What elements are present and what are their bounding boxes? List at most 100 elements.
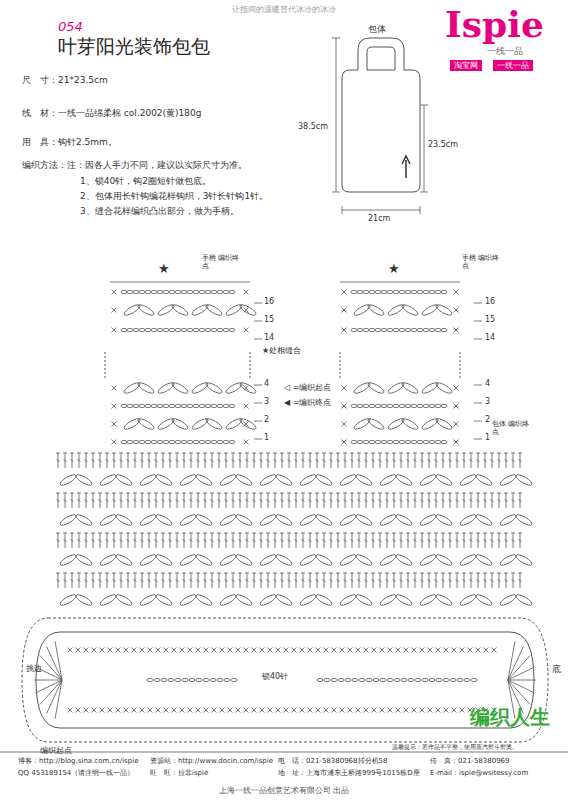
stitch-symbol xyxy=(394,678,400,681)
text-label: 38.5cm xyxy=(298,122,328,131)
stitch-symbol xyxy=(145,290,151,293)
stitch-symbol xyxy=(229,328,235,331)
stitch-symbol xyxy=(275,553,294,567)
stitch-symbol xyxy=(380,678,386,681)
stitch-symbol xyxy=(339,593,358,607)
stitch-symbol xyxy=(351,328,357,331)
stitch-symbol xyxy=(435,553,454,567)
stitch-symbol xyxy=(157,328,163,331)
stitch-symbol xyxy=(369,290,375,293)
stitch-symbol xyxy=(205,404,211,407)
stitch-symbol xyxy=(399,290,405,293)
stitch-symbol xyxy=(59,513,78,527)
stitch-symbol xyxy=(175,328,181,331)
text-label: 4 xyxy=(485,379,490,388)
stitch-symbol xyxy=(137,417,156,431)
stitch-symbol xyxy=(199,290,205,293)
stitch-symbol xyxy=(133,440,139,443)
stitch-symbol xyxy=(399,440,405,443)
stitch-symbol xyxy=(151,290,157,293)
stitch-symbol xyxy=(324,678,330,681)
stitch-symbol xyxy=(235,553,254,567)
stitch-symbol xyxy=(195,473,214,487)
stitch-symbol xyxy=(401,417,420,431)
text-label: 让指间的温暖替代冰冷的冰冷 xyxy=(232,5,336,14)
stitch-symbol xyxy=(229,404,235,407)
stitch-symbol xyxy=(395,593,414,607)
stitch-symbol xyxy=(351,290,357,293)
stitch-symbol xyxy=(299,593,318,607)
stitch-symbol xyxy=(75,593,94,607)
stitch-symbol xyxy=(387,404,393,407)
stitch-symbol xyxy=(429,440,435,443)
stitch-symbol xyxy=(411,440,417,443)
stitch-symbol xyxy=(187,404,193,407)
stitch-symbol xyxy=(219,553,238,567)
text-label: 054 xyxy=(58,20,83,35)
stitch-symbol xyxy=(157,440,163,443)
stitch-symbol xyxy=(367,303,386,317)
stitch-symbol xyxy=(401,381,420,395)
stitch-symbol xyxy=(357,290,363,293)
stitch-symbol xyxy=(417,404,423,407)
stitch-symbol xyxy=(127,328,133,331)
text-label: 用 具：钩针2.5mm。 xyxy=(22,137,117,147)
stitch-symbol xyxy=(352,678,358,681)
stitch-symbol xyxy=(299,553,318,567)
stitch-symbol xyxy=(151,328,157,331)
stitch-symbol xyxy=(231,678,237,681)
stitch-symbol xyxy=(168,678,174,681)
stitch-symbol xyxy=(239,381,258,395)
stitch-symbol xyxy=(133,328,139,331)
text-label: 锁40针 xyxy=(262,672,288,681)
stitch-symbol xyxy=(435,381,454,395)
stitch-symbol xyxy=(199,328,205,331)
stitch-symbol xyxy=(315,553,334,567)
stitch-symbol xyxy=(171,303,190,317)
stitch-symbol xyxy=(499,473,518,487)
stitch-symbol xyxy=(515,513,534,527)
stitch-symbol xyxy=(127,440,133,443)
stitch-symbol xyxy=(393,290,399,293)
stitch-symbol xyxy=(357,328,363,331)
text-label: 电 话：021-58380968转分机58 xyxy=(278,757,387,765)
stitch-symbol xyxy=(211,328,217,331)
stitch-symbol xyxy=(399,328,405,331)
stitch-symbol xyxy=(145,404,151,407)
stitch-symbol xyxy=(199,404,205,407)
stitch-symbol xyxy=(181,290,187,293)
stitch-symbol xyxy=(210,678,216,681)
stitch-symbol xyxy=(151,404,157,407)
stitch-symbol xyxy=(211,404,217,407)
stitch-symbol xyxy=(145,440,151,443)
stitch-symbol xyxy=(405,404,411,407)
stitch-symbol xyxy=(411,290,417,293)
stitch-symbol xyxy=(417,328,423,331)
stitch-symbol xyxy=(381,440,387,443)
stitch-symbol xyxy=(366,678,372,681)
text-label: 编织人生 xyxy=(470,706,550,729)
stitch-symbol xyxy=(196,678,202,681)
stitch-symbol xyxy=(355,553,374,567)
stitch-symbol xyxy=(139,593,158,607)
stitch-symbol xyxy=(339,513,358,527)
stitch-symbol xyxy=(355,593,374,607)
stitch-symbol xyxy=(411,328,417,331)
stitch-symbol xyxy=(205,417,224,431)
text-label: 1、锁40针，钩2圈短针做包底。 xyxy=(80,176,211,186)
stitch-symbol xyxy=(357,404,363,407)
stitch-symbol xyxy=(459,593,478,607)
stitch-symbol xyxy=(379,553,398,567)
stitch-symbol xyxy=(459,473,478,487)
stitch-symbol xyxy=(475,553,494,567)
stitch-symbol xyxy=(375,290,381,293)
stitch-symbol xyxy=(217,404,223,407)
stitch-symbol xyxy=(357,440,363,443)
stitch-symbol xyxy=(163,404,169,407)
stitch-symbol xyxy=(205,381,224,395)
text-label: 淘宝网 xyxy=(450,60,482,71)
text-label: 3 xyxy=(264,397,269,406)
stitch-symbol xyxy=(137,381,156,395)
stitch-symbol xyxy=(435,593,454,607)
stitch-symbol xyxy=(127,290,133,293)
